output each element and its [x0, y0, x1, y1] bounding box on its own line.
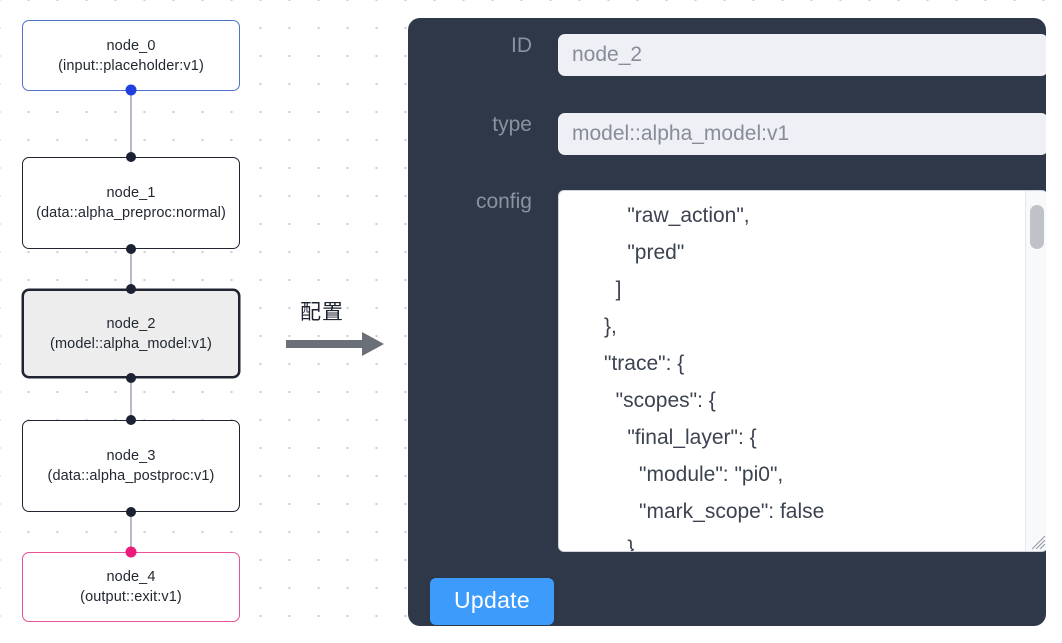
resize-grip-icon[interactable]: [1030, 534, 1046, 550]
type-input[interactable]: [558, 113, 1046, 155]
config-scrollbar[interactable]: [1025, 191, 1046, 551]
config-field-label: config: [475, 190, 532, 213]
node-id-label: node_2: [106, 315, 156, 332]
node-config-panel: ID type config "raw_action", "pred" ] },…: [408, 18, 1046, 626]
node-handle-target-node_4[interactable]: [125, 546, 137, 558]
graph-node-node_0[interactable]: node_0 (input::placeholder:v1): [22, 20, 240, 91]
field-row-id: ID: [422, 34, 1046, 76]
node-type-label: (model::alpha_model:v1): [50, 335, 212, 352]
node-type-label: (input::placeholder:v1): [58, 57, 204, 74]
edge-node3-node4: [130, 512, 133, 552]
node-id-label: node_3: [106, 448, 156, 464]
annotation-caption: 配置: [300, 300, 344, 324]
node-handle-target-node_1[interactable]: [126, 152, 136, 162]
graph-node-node_3[interactable]: node_3 (data::alpha_postproc:v1): [22, 420, 240, 512]
node-handle-target-node_2[interactable]: [126, 284, 136, 294]
config-textarea[interactable]: "raw_action", "pred" ] }, "trace": { "sc…: [558, 190, 1046, 552]
id-field-label: ID: [511, 34, 532, 57]
node-handle-source-node_1[interactable]: [126, 244, 136, 254]
graph-node-node_2[interactable]: node_2 (model::alpha_model:v1): [22, 289, 240, 378]
update-button[interactable]: Update: [430, 578, 554, 625]
id-input[interactable]: [558, 34, 1046, 76]
graph-node-node_4[interactable]: node_4 (output::exit:v1): [22, 552, 240, 622]
node-type-label: (data::alpha_preproc:normal): [36, 205, 226, 221]
arrow-right-icon: [286, 332, 384, 356]
node-id-label: node_1: [106, 185, 156, 201]
node-type-label: (data::alpha_postproc:v1): [47, 468, 215, 484]
edge-node2-node3: [130, 377, 133, 419]
graph-node-node_1[interactable]: node_1 (data::alpha_preproc:normal): [22, 157, 240, 249]
node-handle-source-node_0[interactable]: [125, 84, 137, 96]
edge-node1-node2: [130, 248, 133, 290]
edge-node0-node1: [130, 90, 133, 157]
config-scrollbar-thumb[interactable]: [1030, 205, 1044, 249]
node-type-label: (output::exit:v1): [80, 589, 182, 605]
field-row-type: type: [422, 113, 1046, 155]
type-field-label: type: [492, 113, 532, 136]
node-handle-source-node_3[interactable]: [126, 507, 136, 517]
node-id-label: node_0: [106, 37, 156, 54]
annotation-arrow-group: 配置: [286, 296, 398, 362]
node-id-label: node_4: [106, 569, 156, 585]
node-handle-target-node_3[interactable]: [126, 415, 136, 425]
field-row-config: config "raw_action", "pred" ] }, "trace"…: [422, 190, 1046, 552]
node-handle-source-node_2[interactable]: [126, 373, 136, 383]
